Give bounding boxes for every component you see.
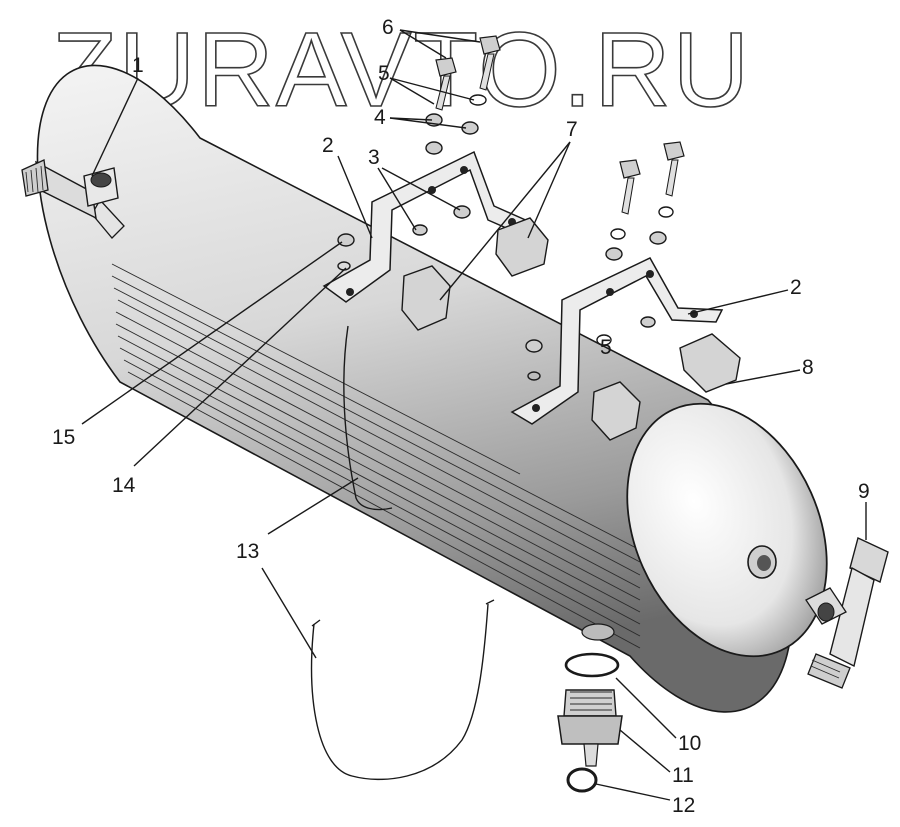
callout-6: 6 — [382, 16, 394, 39]
mounting-bracket-right — [510, 257, 724, 425]
fasteners — [337, 35, 685, 381]
callout-11: 11 — [672, 764, 694, 787]
callout-8: 8 — [802, 356, 814, 379]
tank-end-cap — [626, 402, 828, 658]
drain-valve-assembly — [557, 652, 623, 793]
callout-14: 14 — [112, 474, 136, 497]
callout-3: 3 — [368, 146, 380, 169]
loose-strap — [310, 603, 489, 781]
outlet-tee-fitting — [805, 537, 889, 689]
tank-hatching — [111, 263, 641, 649]
mounting-strap — [343, 325, 393, 511]
callout-13: 13 — [236, 540, 259, 563]
callout-2-right: 2 — [790, 276, 802, 299]
callout-15: 15 — [52, 426, 75, 449]
air-tank — [36, 64, 828, 713]
drain-plug-hex — [557, 715, 623, 745]
callout-labels: 1 2 2 3 4 5 5 6 7 8 9 10 11 12 13 14 15 — [52, 16, 870, 817]
gasket — [564, 652, 620, 678]
callout-5-right: 5 — [600, 336, 612, 359]
drain-ring — [566, 767, 598, 793]
drain-plug-body — [563, 689, 617, 717]
rubber-pads — [401, 217, 741, 441]
callout-1: 1 — [132, 54, 144, 77]
cap-port-hole — [757, 555, 771, 571]
callout-7: 7 — [566, 118, 578, 141]
callout-10: 10 — [678, 732, 701, 755]
drain-boss — [581, 623, 615, 641]
callout-5-top: 5 — [378, 62, 390, 85]
callout-9: 9 — [858, 480, 870, 503]
callout-12: 12 — [672, 794, 695, 817]
inlet-fitting — [21, 159, 125, 239]
leader-lines — [81, 29, 867, 801]
callout-4: 4 — [374, 106, 386, 129]
callout-2-left: 2 — [322, 134, 334, 157]
